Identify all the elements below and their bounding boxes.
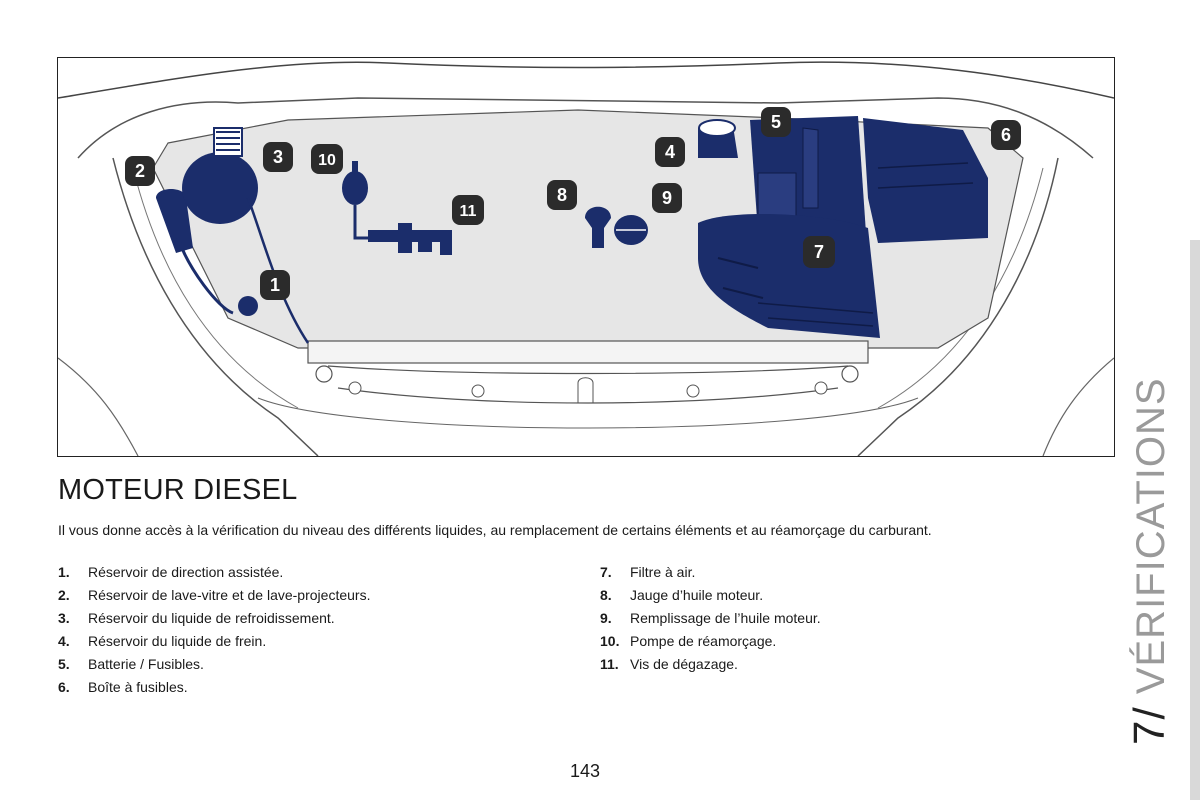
item-label: Réservoir de direction assistée.: [88, 564, 284, 580]
callout-badge-7: 7: [803, 236, 835, 268]
callout-badge-1: 1: [260, 270, 290, 300]
callout-badge-9: 9: [652, 183, 682, 213]
item-number: 1.: [58, 564, 70, 580]
dipstick: [585, 206, 611, 248]
item-label: Batterie / Fusibles.: [88, 656, 204, 672]
chapter-number: 7/: [1125, 706, 1174, 745]
bleed-screw: [368, 223, 452, 255]
svg-text:9: 9: [662, 188, 672, 208]
list-item: 6. Boîte à fusibles.: [58, 676, 370, 699]
callout-badge-4: 4: [655, 137, 685, 167]
item-number: 6.: [58, 679, 70, 695]
callout-badge-8: 8: [547, 180, 577, 210]
item-label: Vis de dégazage.: [630, 656, 738, 672]
list-item: 11. Vis de dégazage.: [600, 653, 821, 676]
item-number: 7.: [600, 564, 612, 580]
callout-badge-5: 5: [761, 107, 791, 137]
item-number: 8.: [600, 587, 612, 603]
item-label: Boîte à fusibles.: [88, 679, 188, 695]
item-label: Filtre à air.: [630, 564, 696, 580]
list-item: 4. Réservoir du liquide de frein.: [58, 630, 370, 653]
chapter-title: VÉRIFICATIONS: [1129, 377, 1173, 695]
callout-badge-11: 11: [452, 195, 484, 225]
item-number: 3.: [58, 610, 70, 626]
list-item: 1. Réservoir de direction assistée.: [58, 561, 370, 584]
svg-text:1: 1: [270, 275, 280, 295]
svg-text:2: 2: [135, 161, 145, 181]
svg-text:8: 8: [557, 185, 567, 205]
list-item: 3. Réservoir du liquide de refroidissemen…: [58, 607, 370, 630]
brake-fluid-reservoir: [698, 119, 738, 158]
item-label: Réservoir du liquide de refroidissement.: [88, 610, 335, 626]
item-number: 10.: [600, 633, 620, 649]
legend-list-right: 7.Filtre à air. 8.Jauge d’huile moteur. …: [600, 561, 821, 676]
item-label: Remplissage de l’huile moteur.: [630, 610, 821, 626]
list-item: 7. Filtre à air.: [600, 561, 821, 584]
svg-text:11: 11: [460, 203, 477, 220]
chapter-heading: 7/ VÉRIFICATIONS: [1125, 377, 1174, 745]
list-item: 2. Réservoir de lave-vitre et de lave-pro…: [58, 584, 370, 607]
list-item: 5. Batterie / Fusibles.: [58, 653, 370, 676]
callout-badge-10: 10: [311, 144, 343, 174]
fuse-box: [863, 118, 988, 243]
svg-text:5: 5: [771, 112, 781, 132]
item-label: Réservoir du liquide de frein.: [88, 633, 267, 649]
svg-text:10: 10: [318, 152, 336, 169]
item-label: Réservoir de lave-vitre et de lave-proje…: [88, 587, 371, 603]
intro-text: Il vous donne accès à la vérification du…: [58, 522, 932, 538]
item-number: 5.: [58, 656, 70, 672]
svg-text:3: 3: [273, 147, 283, 167]
page-number: 143: [569, 761, 601, 781]
callout-badge-6: 6: [991, 120, 1021, 150]
legend-list-left: 1. Réservoir de direction assistée. 2. Rés…: [58, 561, 370, 699]
item-number: 11.: [600, 656, 619, 672]
engine-bay-drawing: 1 2 3 4 5 6 7 8: [58, 61, 1114, 456]
callout-badge-3: 3: [263, 142, 293, 172]
item-label: Jauge d’huile moteur.: [630, 587, 764, 603]
item-number: 9.: [600, 610, 612, 626]
oil-filler-cap: [614, 215, 648, 245]
washer-reservoir: [156, 189, 258, 316]
page-title: MOTEUR DIESEL: [58, 474, 298, 506]
item-number: 4.: [58, 633, 70, 649]
svg-text:7: 7: [814, 242, 824, 262]
svg-text:6: 6: [1001, 125, 1011, 145]
list-item: 9. Remplissage de l’huile moteur.: [600, 607, 821, 630]
coolant-reservoir: [182, 127, 310, 344]
item-number: 2.: [58, 587, 70, 603]
svg-text:4: 4: [665, 142, 675, 162]
list-item: 8. Jauge d’huile moteur.: [600, 584, 821, 607]
callout-badge-2: 2: [125, 156, 155, 186]
battery: [750, 116, 866, 233]
item-label: Pompe de réamorçage.: [630, 633, 777, 649]
chapter-side-tab: [1190, 240, 1200, 800]
engine-bay-illustration: 1 2 3 4 5 6 7 8: [57, 57, 1115, 457]
list-item: 10. Pompe de réamorçage.: [600, 630, 821, 653]
